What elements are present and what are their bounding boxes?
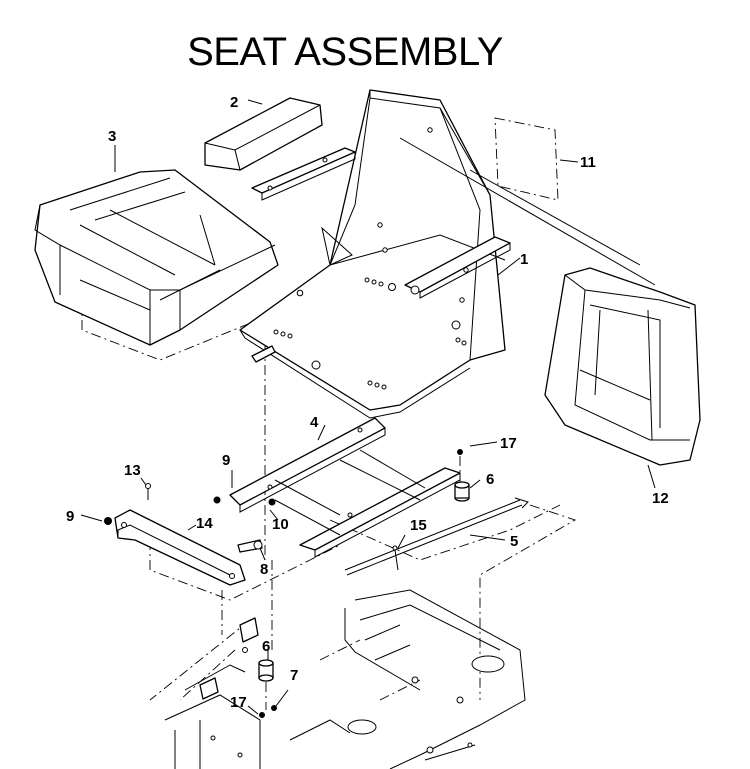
callout-11: 11	[580, 154, 596, 171]
callout-5: 5	[510, 533, 518, 550]
callout-13: 13	[124, 462, 141, 479]
callout-3: 3	[108, 128, 116, 145]
callout-15: 15	[410, 517, 427, 534]
callout-12: 12	[652, 490, 669, 507]
leader-lines	[80, 99, 656, 715]
callout-7: 7	[290, 667, 298, 684]
dashed-guides	[81, 300, 577, 701]
label-panel	[399, 117, 656, 286]
callout-6-upper: 6	[486, 471, 494, 488]
pivot-bracket	[114, 509, 246, 586]
callout-6-lower: 6	[262, 638, 270, 655]
callouts: 1 2 3 4 5 6 6 7 8 9 9 10 11 12 13 14 15 …	[66, 94, 669, 711]
seat-slide-frame	[229, 417, 461, 558]
callout-17-upper: 17	[500, 435, 517, 452]
callout-8: 8	[260, 561, 268, 578]
callout-10: 10	[272, 516, 289, 533]
mower-chassis	[164, 589, 526, 769]
hardware	[104, 449, 470, 718]
callout-4: 4	[310, 414, 319, 431]
adjust-rod	[344, 497, 529, 576]
back-cushion	[544, 267, 701, 466]
callout-2: 2	[230, 94, 238, 111]
callout-14: 14	[196, 515, 213, 532]
diagram-title: SEAT ASSEMBLY	[187, 30, 503, 74]
callout-9-left: 9	[66, 508, 74, 525]
callout-9-right: 9	[222, 452, 230, 469]
seat-cushion	[34, 169, 279, 346]
callout-1: 1	[520, 251, 528, 268]
armrest	[204, 97, 356, 201]
seat-frame	[239, 89, 511, 419]
callout-17-lower: 17	[230, 694, 247, 711]
